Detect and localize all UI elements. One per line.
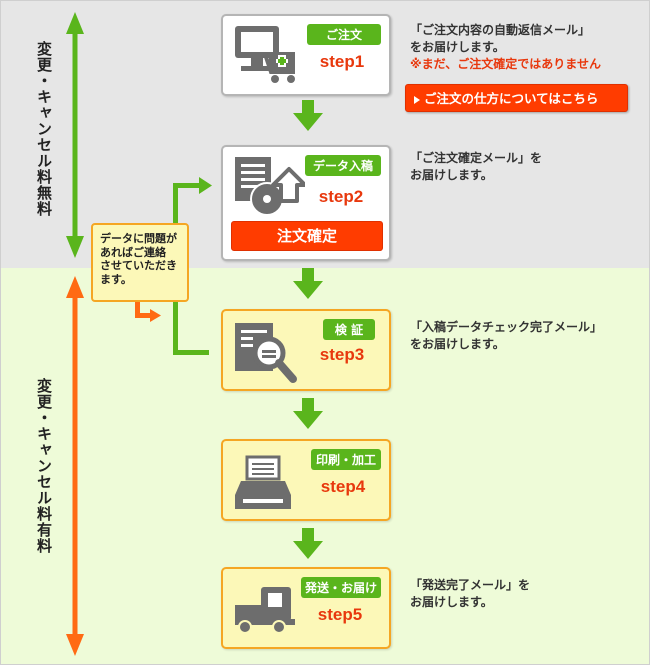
- note-line-4: ます。: [100, 272, 132, 286]
- arrow-step2-step3: [293, 268, 323, 299]
- step5-desc-line2: お届けします。: [410, 595, 493, 609]
- step1-warning: ※まだ、ご注文確定ではありません: [410, 57, 601, 71]
- note-arrow: [135, 300, 161, 322]
- step5-box: 発送・お届け step5: [221, 567, 391, 649]
- step1-desc-line2: をお届けします。: [410, 40, 505, 54]
- step4-tag: 印刷・加工: [311, 449, 381, 470]
- play-triangle-icon: [414, 95, 420, 104]
- step3-desc-line1: 「入稿データチェック完了メール」: [410, 320, 603, 334]
- step5-description: 「発送完了メール」を お届けします。: [410, 577, 530, 611]
- step2-desc-line2: お届けします。: [410, 168, 493, 182]
- step3-description: 「入稿データチェック完了メール」 をお届けします。: [410, 319, 602, 353]
- truck-icon: [235, 587, 295, 634]
- step1-desc-line1: 「ご注文内容の自動返信メール」: [410, 23, 591, 37]
- free-zone-label: 変更・キャンセル料無料: [29, 41, 59, 241]
- step5-tag: 発送・お届け: [301, 577, 381, 598]
- step1-label: step1: [319, 52, 365, 71]
- paid-zone-label: 変更・キャンセル料有料: [29, 378, 59, 568]
- step2-desc-line1: 「ご注文確定メール」を: [410, 151, 543, 165]
- magnifier-document-icon: [235, 323, 297, 383]
- arrow-step3-step4: [293, 398, 323, 429]
- step3-desc-line2: をお届けします。: [410, 337, 505, 351]
- data-upload-icon: [235, 157, 305, 216]
- paid-zone-label-text: 変更・キャンセル料有料: [35, 378, 53, 554]
- printer-icon: [235, 455, 291, 509]
- step2-label: step2: [318, 187, 364, 206]
- step2-box: データ入稿 step2 注文確定: [221, 145, 391, 261]
- step2-tag: データ入稿: [305, 155, 381, 176]
- paid-zone-arrow: [66, 276, 84, 656]
- step2-description: 「ご注文確定メール」を お届けします。: [410, 150, 542, 184]
- step3-label: step3: [319, 345, 365, 364]
- how-to-order-label: ご注文の仕方についてはこちら: [424, 91, 599, 106]
- flow-arrows: [293, 100, 323, 559]
- free-zone-label-text: 変更・キャンセル料無料: [35, 41, 53, 217]
- how-to-order-button[interactable]: ご注文の仕方についてはこちら: [405, 84, 628, 112]
- step5-desc-line1: 「発送完了メール」を: [410, 578, 531, 592]
- step5-label: step5: [317, 605, 363, 624]
- computer-cart-icon: [235, 26, 295, 83]
- note-line-1: データに問題が: [100, 232, 177, 245]
- order-confirmed-badge: 注文確定: [231, 221, 383, 251]
- step1-description: 「ご注文内容の自動返信メール」 をお届けします。 ※まだ、ご注文確定ではありませ…: [410, 22, 601, 73]
- step4-label: step4: [320, 477, 366, 496]
- note-line-2: あればご連絡: [100, 245, 166, 259]
- step1-tag: ご注文: [307, 24, 381, 45]
- data-issue-note: データに問題が あればご連絡 させていただき ます。: [91, 223, 189, 302]
- step4-box: 印刷・加工 step4: [221, 439, 391, 521]
- arrow-step1-step2: [293, 100, 323, 131]
- arrow-step4-step5: [293, 528, 323, 559]
- note-line-3: させていただき: [100, 259, 177, 272]
- step3-box: 検 証 step3: [221, 309, 391, 391]
- step1-box: ご注文 step1: [221, 14, 391, 96]
- free-zone-arrow: [66, 12, 84, 258]
- step3-tag: 検 証: [323, 319, 375, 340]
